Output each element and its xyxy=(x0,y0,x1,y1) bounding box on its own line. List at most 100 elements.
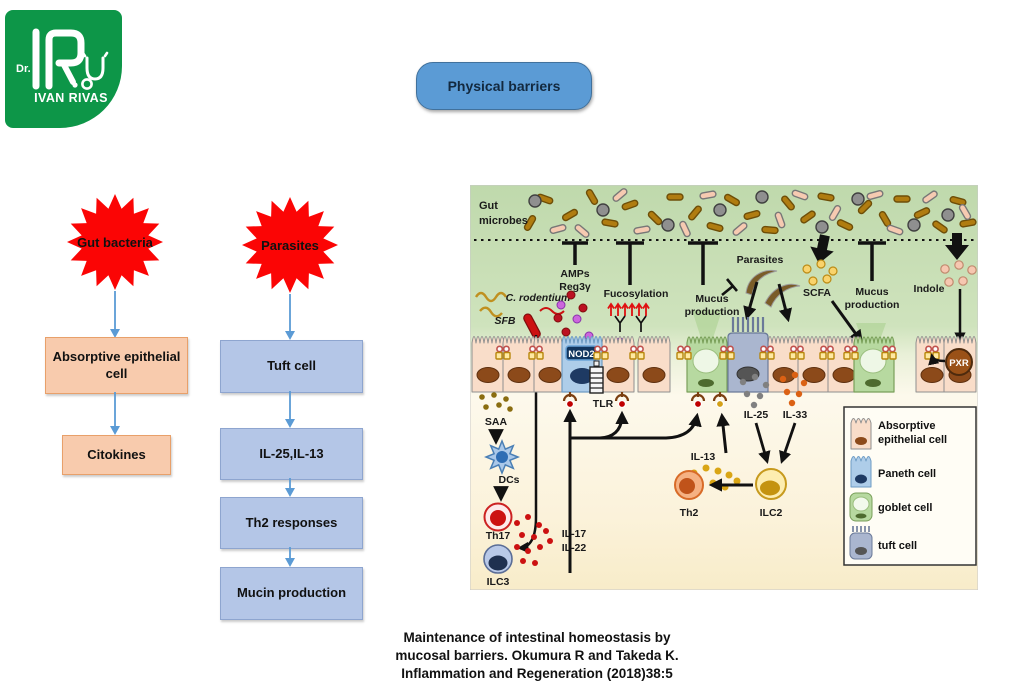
burst-gut-bacteria: Gut bacteria xyxy=(67,194,163,290)
pxr-receptor xyxy=(945,348,973,376)
ilc3-cell xyxy=(483,544,513,574)
inhibition-bars xyxy=(562,241,886,297)
il33-dots xyxy=(779,371,808,407)
label-gut-microbes-1: Gut xyxy=(479,200,498,212)
c-rodentium-bacterium xyxy=(523,307,565,339)
label-tlr: TLR xyxy=(593,398,614,410)
box-tuft-cell: Tuft cell xyxy=(220,340,363,393)
th17-cell xyxy=(483,502,513,532)
physical-barriers-pill: Physical barriers xyxy=(416,62,592,110)
label-ilc2: ILC2 xyxy=(760,507,783,519)
arrow-down xyxy=(285,294,295,340)
label-mucus-right-1: Mucus xyxy=(855,286,888,298)
label-parasites: Parasites xyxy=(737,254,784,266)
logo-prefix: Dr. xyxy=(16,63,31,75)
fucosylation-glycans xyxy=(607,303,650,332)
gut-microbes-field xyxy=(522,186,978,240)
logo-graphic: Dr. IVAN RIVAS xyxy=(16,28,109,105)
arrow-down xyxy=(285,547,295,567)
caption-line-2: mucosal barriers. Okumura R and Takeda K… xyxy=(395,648,679,663)
label-indole: Indole xyxy=(914,283,945,295)
legend-goblet: goblet cell xyxy=(878,502,932,514)
box-mucin-production: Mucin production xyxy=(220,567,363,620)
scfa-arrow xyxy=(810,234,834,264)
label-c-rodentium: C. rodentium xyxy=(506,292,571,304)
indole-dots xyxy=(940,260,977,287)
il25-dots xyxy=(739,373,770,409)
mucosal-barrier-figure: Gut microbes AMPs Reg3γ Fucosylation Muc… xyxy=(470,185,978,590)
label-il17: IL-17 xyxy=(562,528,587,540)
label-il22: IL-22 xyxy=(562,542,587,554)
il17-il22-signal-arrows xyxy=(563,408,702,573)
label-il25: IL-25 xyxy=(744,409,769,421)
label-ilc3: ILC3 xyxy=(487,576,510,588)
logo-monogram xyxy=(32,28,109,90)
label-reg3y: Reg3γ xyxy=(559,281,591,293)
saa-dots xyxy=(479,392,513,412)
arrow-down xyxy=(285,478,295,497)
legend-paneth-icon xyxy=(850,456,872,488)
il33-to-ilc2-arrow xyxy=(779,422,797,464)
box-label: Citokines xyxy=(87,446,146,462)
box-citokines: Citokines xyxy=(62,435,171,475)
legend-paneth: Paneth cell xyxy=(878,468,936,480)
label-mucus-left-2: production xyxy=(685,306,740,318)
label-th2: Th2 xyxy=(680,507,699,519)
box-label: Th2 responses xyxy=(245,514,338,530)
indole-arrow xyxy=(945,233,969,260)
burst-parasites: Parasites xyxy=(242,197,338,293)
box-label: Tuft cell xyxy=(267,358,316,374)
figure-caption: Maintenance of intestinal homeostasis by… xyxy=(337,629,737,683)
arrow-down xyxy=(110,291,120,338)
label-pxr: PXR xyxy=(949,358,969,369)
box-label: Mucin production xyxy=(236,585,347,601)
label-nod2: NOD2 xyxy=(568,349,594,360)
label-saa: SAA xyxy=(485,416,508,428)
tlr-receptor xyxy=(589,360,604,394)
figure-legend: Absorptive epithelial cell Paneth cell g… xyxy=(843,406,977,566)
pxr-to-junction-arrow xyxy=(928,353,946,366)
label-il33: IL-33 xyxy=(783,409,808,421)
label-mucus-left-1: Mucus xyxy=(695,293,728,305)
scfa-dots xyxy=(802,259,838,286)
th2-cell xyxy=(674,470,704,500)
mucus-secretion-beam xyxy=(692,310,722,357)
label-dcs: DCs xyxy=(498,474,519,486)
logo-name: IVAN RIVAS xyxy=(34,91,108,105)
parasite-arrow xyxy=(743,281,759,321)
ilc2-cell xyxy=(755,468,787,500)
label-fucosylation: Fucosylation xyxy=(604,288,669,300)
label-amps: AMPs xyxy=(560,268,589,280)
label-th17: Th17 xyxy=(486,530,511,542)
legend-absorptive-icon xyxy=(850,418,872,450)
box-label: IL-25,IL-13 xyxy=(259,445,324,461)
arrow-down xyxy=(110,392,120,435)
arrow-down xyxy=(285,391,295,428)
burst-gut-bacteria-label: Gut bacteria xyxy=(77,234,153,250)
goblet-cell xyxy=(853,336,895,393)
il25-to-ilc2-arrow xyxy=(754,422,771,464)
legend-absorptive-2: epithelial cell xyxy=(878,434,947,446)
label-mucus-right-2: production xyxy=(845,299,900,311)
box-il25-il13: IL-25,IL-13 xyxy=(220,428,363,480)
burst-parasites-label: Parasites xyxy=(261,237,319,253)
box-th2-responses: Th2 responses xyxy=(220,497,363,549)
legend-goblet-icon xyxy=(849,492,873,522)
legend-tuft-icon xyxy=(849,526,873,560)
caption-line-3: Inflammation and Regeneration (2018)38:5 xyxy=(401,666,673,681)
il13-signal-arrow xyxy=(716,412,730,454)
caption-line-1: Maintenance of intestinal homeostasis by xyxy=(403,630,671,645)
pill-label: Physical barriers xyxy=(447,78,561,94)
label-scfa: SCFA xyxy=(803,287,831,299)
box-absorptive-epithelial-cell: Absorptive epithelial cell xyxy=(45,337,188,394)
label-sfb: SFB xyxy=(495,315,516,327)
sfb-filaments xyxy=(474,291,508,318)
box-label: Absorptive epithelial cell xyxy=(52,348,181,381)
goblet-cell xyxy=(686,336,728,393)
legend-tuft: tuft cell xyxy=(878,540,917,552)
legend-absorptive-1: Absorptive xyxy=(878,420,935,432)
dendritic-cell xyxy=(484,439,520,475)
epithelial-cell-row: NOD2 PXR xyxy=(471,317,977,410)
logo: Dr. IVAN RIVAS xyxy=(5,10,122,128)
